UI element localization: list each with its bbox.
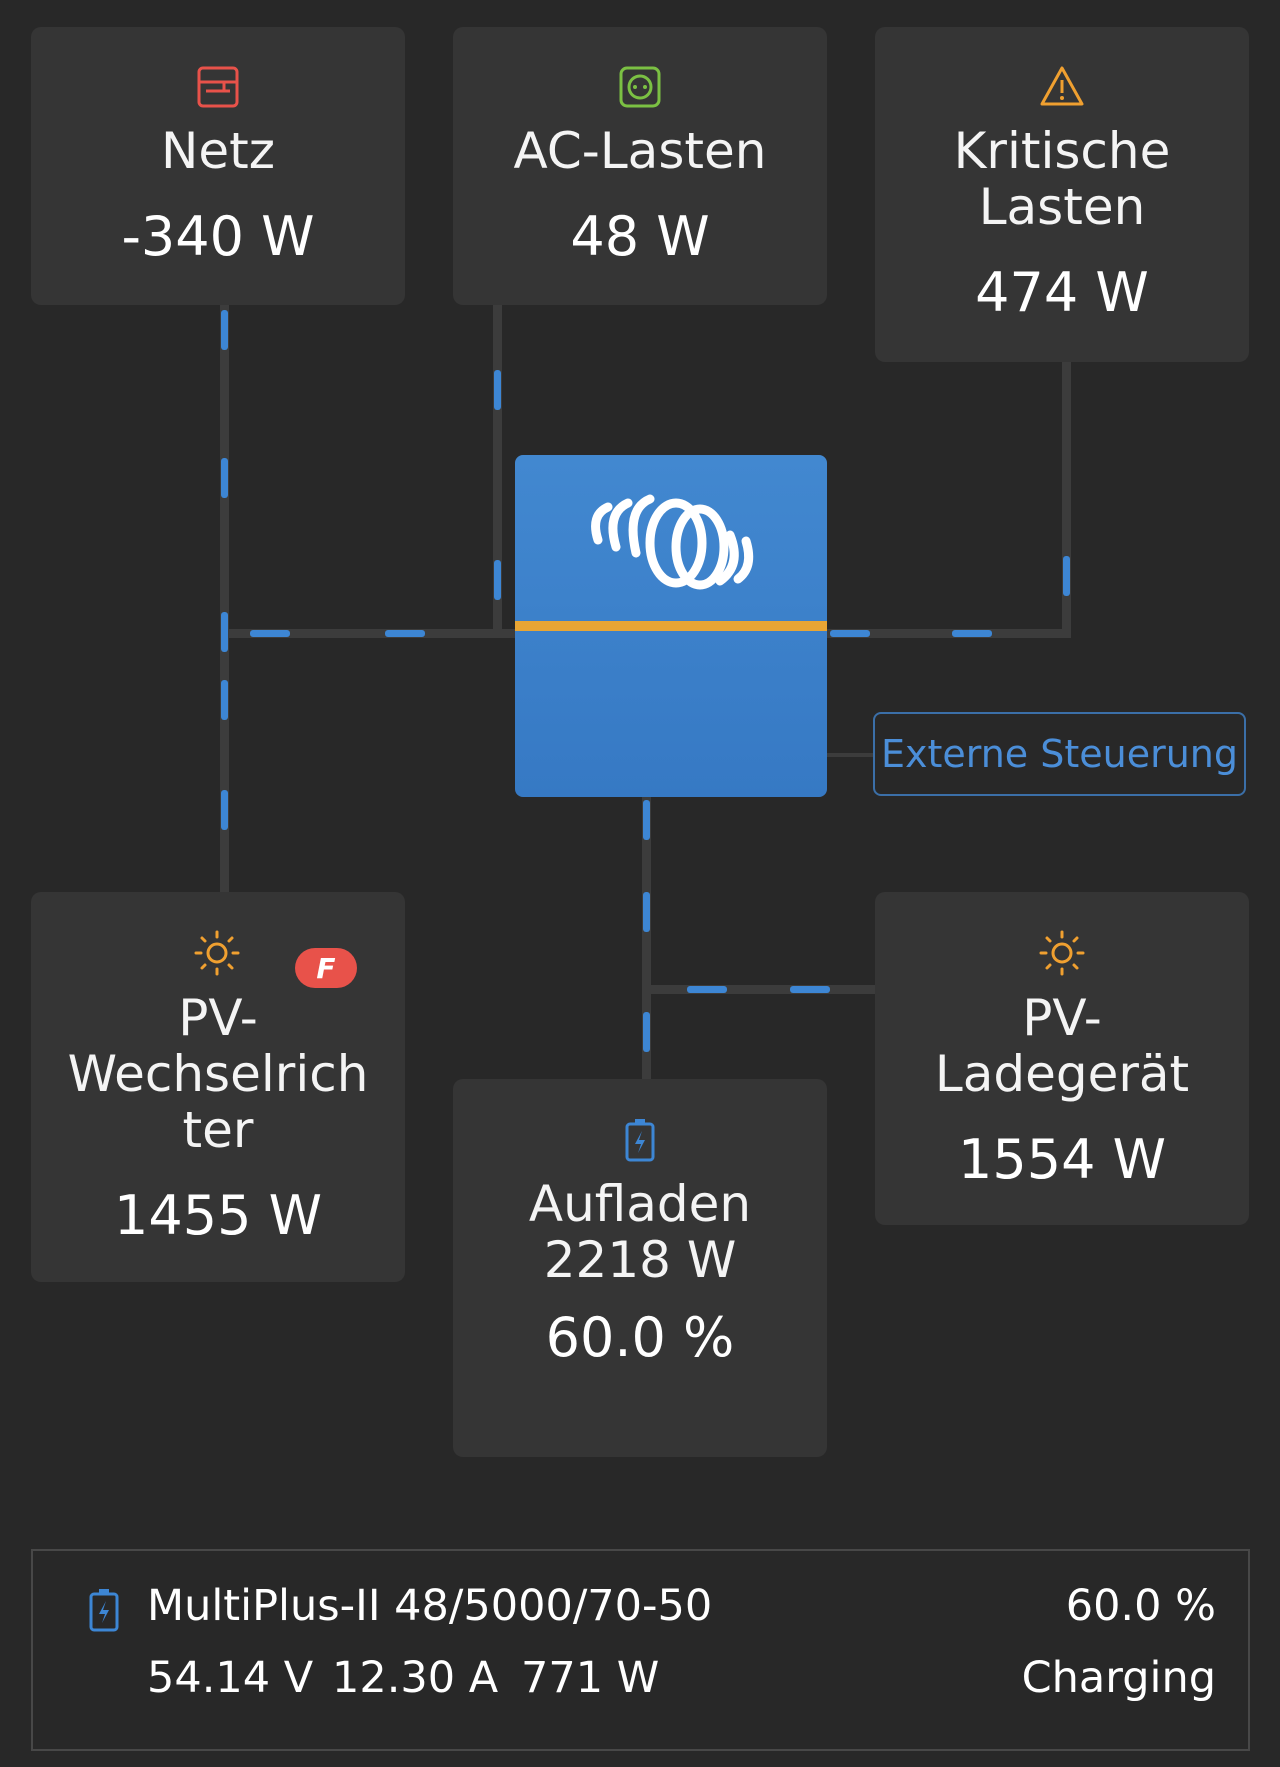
grid-power: -340 W — [121, 205, 315, 268]
inverter-stripe — [515, 621, 827, 631]
wire-ac-loads — [493, 305, 502, 638]
victron-logo-icon — [591, 494, 754, 590]
battery-power: 2218 W — [543, 1231, 737, 1289]
flow-dot — [494, 560, 501, 600]
grid-meter-icon — [197, 66, 239, 108]
flow-dot — [221, 680, 228, 720]
flow-dot — [952, 630, 992, 637]
critical-loads-power: 474 W — [975, 261, 1149, 324]
battery-soc: 60.0 % — [545, 1306, 735, 1369]
flow-dot — [687, 986, 727, 993]
fronius-badge-icon: F — [295, 948, 357, 988]
pv-inverter-title-3: ter — [182, 1101, 254, 1159]
pv-inverter-title-2: Wechselrich — [67, 1045, 369, 1103]
wire-critical — [1062, 362, 1071, 638]
pv-charger-title-1: PV- — [1022, 989, 1102, 1047]
socket-icon — [619, 66, 661, 108]
external-control-button[interactable]: Externe Steuerung — [873, 712, 1246, 796]
flow-dot — [643, 892, 650, 932]
pv-inverter-power: 1455 W — [114, 1184, 322, 1247]
sun-icon — [194, 930, 240, 976]
device-current: 12.30 A — [332, 1653, 499, 1703]
grid-tile[interactable]: Netz -340 W — [31, 27, 405, 305]
pv-charger-title-2: Ladegerät — [934, 1045, 1190, 1103]
critical-loads-title-2: Lasten — [978, 178, 1146, 236]
pv-charger-power: 1554 W — [958, 1128, 1166, 1191]
ac-loads-tile[interactable]: AC-Lasten 48 W — [453, 27, 827, 305]
ac-loads-power: 48 W — [570, 205, 710, 268]
wire-left-bus — [220, 629, 516, 638]
flow-dot — [221, 612, 228, 652]
wire-ext-ctrl — [826, 753, 874, 757]
device-state: Charging — [1021, 1653, 1216, 1703]
flow-dot — [221, 310, 228, 350]
device-voltage: 54.14 V — [147, 1653, 314, 1703]
ac-loads-title: AC-Lasten — [513, 122, 767, 180]
flow-dot — [385, 630, 425, 637]
flow-dot — [1063, 556, 1070, 596]
battery-tile[interactable]: Aufladen 2218 W 60.0 % — [453, 1079, 827, 1457]
pv-charger-tile[interactable]: PV- Ladegerät 1554 W — [875, 892, 1249, 1225]
flow-dot — [643, 800, 650, 840]
warning-icon — [1040, 66, 1084, 106]
device-power: 771 W — [521, 1653, 660, 1703]
inverter-box[interactable] — [515, 455, 827, 797]
device-summary-panel[interactable]: MultiPlus-II 48/5000/70-50 60.0 % 54.14 … — [31, 1549, 1250, 1751]
battery-title: Aufladen — [528, 1175, 752, 1233]
pv-inverter-title-1: PV- — [178, 989, 258, 1047]
critical-loads-tile[interactable]: Kritische Lasten 474 W — [875, 27, 1249, 362]
critical-loads-title-1: Kritische — [953, 122, 1171, 180]
wire-grid — [220, 305, 229, 892]
device-name: MultiPlus-II 48/5000/70-50 — [147, 1581, 713, 1631]
device-soc: 60.0 % — [1065, 1581, 1216, 1631]
wire-right-bus — [826, 629, 1071, 638]
battery-icon — [89, 1589, 119, 1632]
flow-dot — [830, 630, 870, 637]
battery-icon — [625, 1119, 655, 1162]
flow-dot — [790, 986, 830, 993]
flow-dot — [643, 1012, 650, 1052]
fronius-badge-label: F — [316, 951, 336, 985]
grid-title: Netz — [160, 122, 275, 180]
wire-pv-charger — [642, 985, 876, 994]
flow-dot — [250, 630, 290, 637]
wire-battery — [642, 796, 651, 1079]
pv-inverter-tile[interactable]: F PV- Wechselrich ter 1455 W — [31, 892, 405, 1282]
sun-icon — [1039, 930, 1085, 976]
flow-dot — [221, 790, 228, 830]
flow-dot — [494, 370, 501, 410]
flow-dot — [221, 458, 228, 498]
